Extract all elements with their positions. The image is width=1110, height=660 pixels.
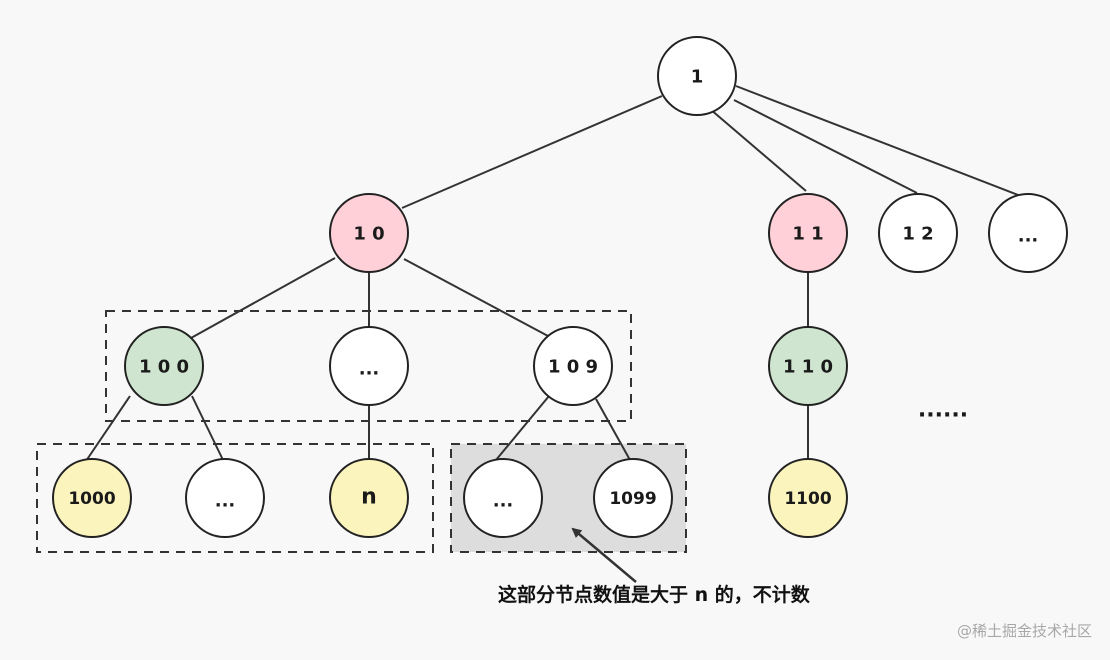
svg-text:n: n [361, 485, 377, 510]
node-11: 1 1 [768, 193, 848, 273]
edge-1-10 [401, 95, 663, 209]
svg-text:1 1 0: 1 1 0 [783, 357, 833, 378]
more-subtrees-ellipsis: ...... [918, 398, 968, 423]
group-box-level-1000-left [36, 443, 434, 553]
svg-text:...: ... [493, 491, 514, 512]
node-10: 1 0 [329, 193, 409, 273]
node-level1-more: ... [988, 193, 1068, 273]
node-level3-ellipsis-a: ... [185, 458, 265, 538]
edge-1-11 [709, 108, 807, 192]
svg-text:1099: 1099 [609, 489, 656, 509]
node-109: 1 0 9 [533, 326, 613, 406]
svg-text:...: ... [215, 491, 236, 512]
node-1: 1 [657, 36, 737, 116]
edge-10-100 [190, 257, 336, 339]
node-1000: 1000 [52, 458, 132, 538]
node-1099: 1099 [593, 458, 673, 538]
svg-text:1 0: 1 0 [353, 224, 384, 245]
svg-text:1 0 0: 1 0 0 [139, 357, 189, 378]
annotation-arrow [571, 527, 637, 583]
svg-text:...: ... [359, 359, 380, 380]
node-1100: 1100 [768, 458, 848, 538]
svg-text:1100: 1100 [784, 489, 831, 509]
node-level3-ellipsis-b: ... [463, 458, 543, 538]
tree-edges [85, 85, 1027, 462]
node-110: 1 1 0 [768, 326, 848, 406]
edge-100-1000 [85, 395, 131, 462]
svg-text:1 0 9: 1 0 9 [548, 357, 598, 378]
edge-10-109 [403, 258, 549, 337]
watermark: @稀土掘金技术社区 [957, 622, 1092, 640]
node-12: 1 2 [878, 193, 958, 273]
svg-text:1 1: 1 1 [792, 224, 823, 245]
svg-text:1 2: 1 2 [902, 224, 933, 245]
edge-1-more [735, 85, 1027, 199]
node-n: n [329, 458, 409, 538]
edge-109-b [495, 395, 550, 461]
node-level2-ellipsis: ... [329, 326, 409, 406]
node-100: 1 0 0 [124, 326, 204, 406]
edge-1-12 [733, 99, 918, 194]
edge-109-1099 [595, 398, 631, 461]
edge-100-a [191, 395, 224, 461]
svg-text:...: ... [1018, 226, 1039, 247]
svg-text:1000: 1000 [68, 489, 115, 509]
annotation-text: 这部分节点数值是大于 n 的，不计数 [498, 583, 811, 606]
svg-text:1: 1 [691, 67, 704, 88]
